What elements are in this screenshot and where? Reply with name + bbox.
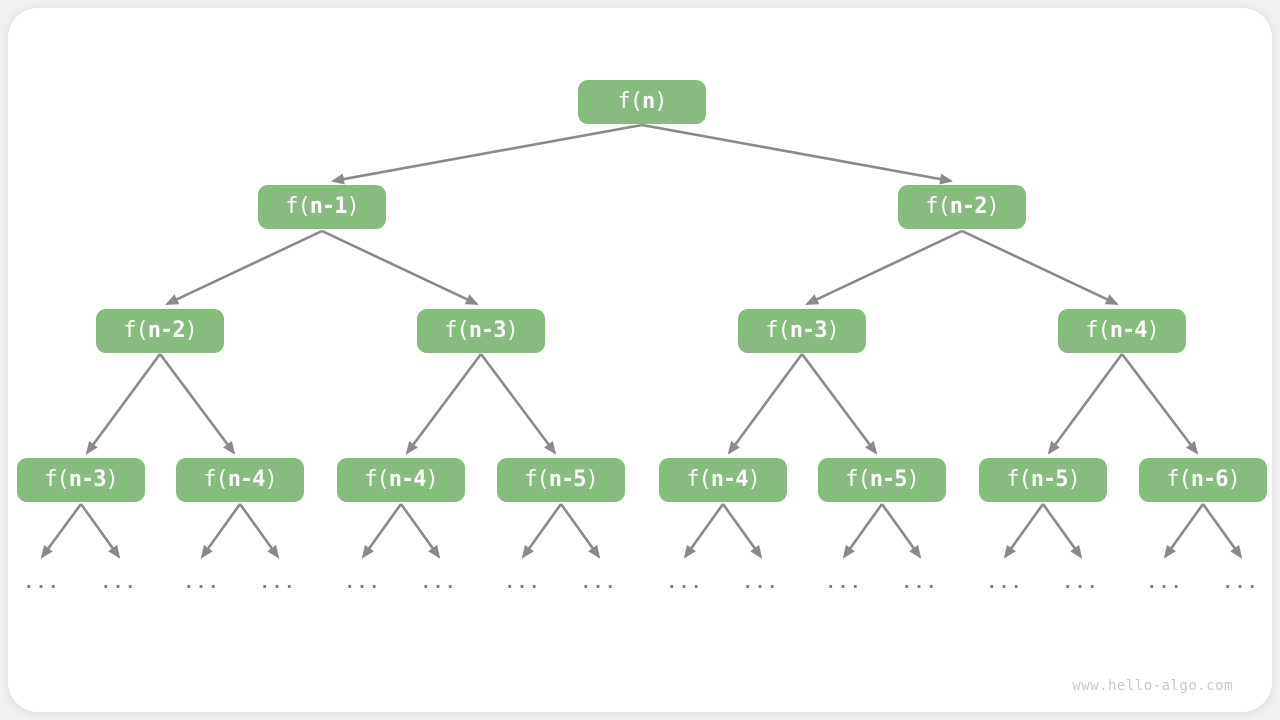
ellipsis-leaf: ... — [1146, 573, 1184, 593]
ellipsis-leaf: ... — [825, 573, 863, 593]
tree-node: f(n-2) — [898, 185, 1026, 229]
node-label-prefix: f( — [364, 467, 389, 492]
node-label-prefix: f( — [1166, 467, 1191, 492]
node-label-arg: n-4 — [388, 467, 427, 492]
ellipsis-leaf: ... — [23, 573, 61, 593]
node-label-arg: n-6 — [1190, 467, 1229, 492]
tree-node: f(n-3) — [417, 309, 545, 353]
node-label-arg: n-3 — [468, 318, 507, 343]
node-label-prefix: f( — [203, 467, 228, 492]
node-label-arg: n-1 — [309, 194, 348, 219]
node-label-suffix: ) — [184, 318, 198, 343]
node-label-suffix: ) — [826, 318, 840, 343]
node-label-arg: n-2 — [949, 194, 988, 219]
node-label-arg: n-4 — [710, 467, 749, 492]
ellipsis-leaf: ... — [183, 573, 221, 593]
node-label-suffix: ) — [906, 467, 920, 492]
tree-node: f(n-3) — [738, 309, 866, 353]
node-label-prefix: f( — [444, 318, 469, 343]
node-label-arg: n-2 — [147, 318, 186, 343]
node-label-arg: n-4 — [227, 467, 266, 492]
node-label-suffix: ) — [346, 194, 360, 219]
tree-node: f(n-3) — [17, 458, 145, 502]
ellipsis-leaf: ... — [344, 573, 382, 593]
ellipsis-leaf: ... — [666, 573, 704, 593]
node-label-arg: n-5 — [548, 467, 587, 492]
watermark-text: www.hello-algo.com — [1072, 678, 1233, 694]
node-label-arg: n-5 — [1030, 467, 1069, 492]
tree-node: f(n-5) — [979, 458, 1107, 502]
node-label-suffix: ) — [654, 89, 667, 114]
node-label-suffix: ) — [425, 467, 439, 492]
node-label-prefix: f( — [1006, 467, 1031, 492]
ellipsis-leaf: ... — [986, 573, 1024, 593]
node-label-prefix: f( — [285, 194, 310, 219]
node-label-prefix: f( — [44, 467, 69, 492]
node-label-prefix: f( — [765, 318, 790, 343]
tree-node: f(n-6) — [1139, 458, 1267, 502]
node-label-prefix: f( — [617, 89, 643, 114]
ellipsis-leaf: ... — [901, 573, 939, 593]
tree-node-root: f(n) — [578, 80, 706, 124]
node-label-prefix: f( — [524, 467, 549, 492]
tree-node: f(n-5) — [497, 458, 625, 502]
node-label-suffix: ) — [585, 467, 599, 492]
ellipsis-leaf: ... — [259, 573, 297, 593]
tree-node: f(n-4) — [659, 458, 787, 502]
tree-node: f(n-5) — [818, 458, 946, 502]
node-label-arg: n-4 — [1109, 318, 1148, 343]
tree-node: f(n-1) — [258, 185, 386, 229]
ellipsis-leaf: ... — [100, 573, 138, 593]
node-label-prefix: f( — [845, 467, 870, 492]
tree-node: f(n-4) — [337, 458, 465, 502]
node-label-suffix: ) — [105, 467, 119, 492]
node-label-prefix: f( — [925, 194, 950, 219]
node-label-arg: n — [642, 89, 655, 114]
tree-node: f(n-2) — [96, 309, 224, 353]
node-label-suffix: ) — [747, 467, 761, 492]
node-label-prefix: f( — [1085, 318, 1110, 343]
node-label-suffix: ) — [505, 318, 519, 343]
ellipsis-leaf: ... — [580, 573, 618, 593]
node-label-suffix: ) — [1146, 318, 1160, 343]
node-label-arg: n-3 — [68, 467, 107, 492]
tree-node: f(n-4) — [1058, 309, 1186, 353]
ellipsis-leaf: ... — [742, 573, 780, 593]
node-label-prefix: f( — [123, 318, 148, 343]
node-label-arg: n-3 — [789, 318, 828, 343]
tree-node: f(n-4) — [176, 458, 304, 502]
ellipsis-leaf: ... — [420, 573, 458, 593]
ellipsis-leaf: ... — [504, 573, 542, 593]
ellipsis-leaf: ... — [1222, 573, 1260, 593]
node-label-suffix: ) — [1227, 467, 1241, 492]
ellipsis-leaf: ... — [1062, 573, 1100, 593]
node-label-prefix: f( — [686, 467, 711, 492]
node-label-suffix: ) — [986, 194, 1000, 219]
node-label-suffix: ) — [1067, 467, 1081, 492]
node-label-suffix: ) — [264, 467, 278, 492]
node-label-arg: n-5 — [869, 467, 908, 492]
